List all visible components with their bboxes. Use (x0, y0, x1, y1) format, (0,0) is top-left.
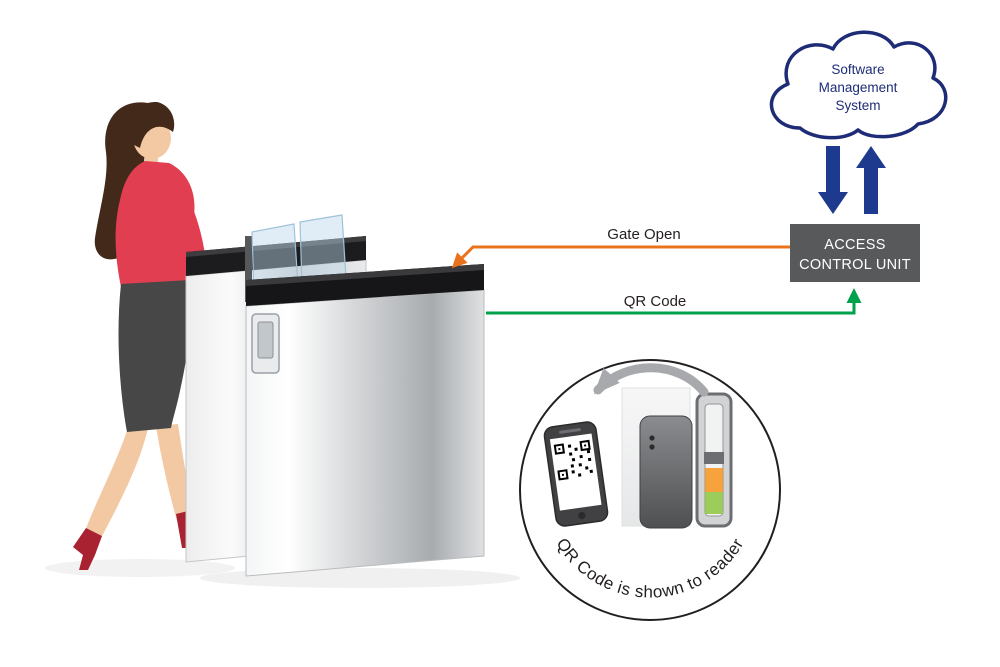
qr-code-graphic (553, 439, 593, 481)
smartphone-with-qr (543, 421, 609, 527)
cloud-label-line1: Software (831, 62, 884, 77)
cloud-shape (769, 30, 948, 140)
gate-open-label: Gate Open (607, 226, 680, 243)
gate-qr-reader (251, 313, 280, 374)
reader-device-front (639, 415, 693, 529)
signal-lines: Gate Open QR Code (451, 226, 862, 315)
software-management-cloud: Software Management System (769, 30, 948, 140)
qr-code-label: QR Code (624, 293, 687, 310)
curved-gray-arrow (593, 363, 709, 397)
gray-skirt (118, 280, 191, 432)
glass-flap-wings (245, 214, 347, 302)
acu-label-line1: ACCESS (824, 237, 885, 253)
acu-box (790, 224, 920, 282)
qr-reader-inset: QR Code is shown to reader (519, 359, 781, 621)
green-indicator-light (705, 492, 723, 514)
acu-label-line2: CONTROL UNIT (799, 257, 911, 273)
gate-open-signal-line (451, 245, 790, 269)
woman-illustration (45, 101, 235, 577)
access-control-unit: ACCESS CONTROL UNIT (790, 224, 920, 282)
cloud-acu-link-arrows (818, 146, 886, 214)
orange-indicator-light (705, 468, 723, 492)
thick-blue-up-arrow (856, 146, 886, 214)
front-gate-cabinet (245, 264, 485, 577)
reader-device-side (695, 392, 733, 528)
floor-shadow (45, 559, 235, 577)
thick-blue-down-arrow (818, 146, 848, 214)
cloud-label-line3: System (835, 98, 880, 113)
cloud-label-line2: Management (819, 80, 898, 95)
back-heel-shoe (73, 528, 102, 570)
qr-code-signal-line (486, 288, 862, 315)
turnstile-gates (185, 214, 520, 588)
